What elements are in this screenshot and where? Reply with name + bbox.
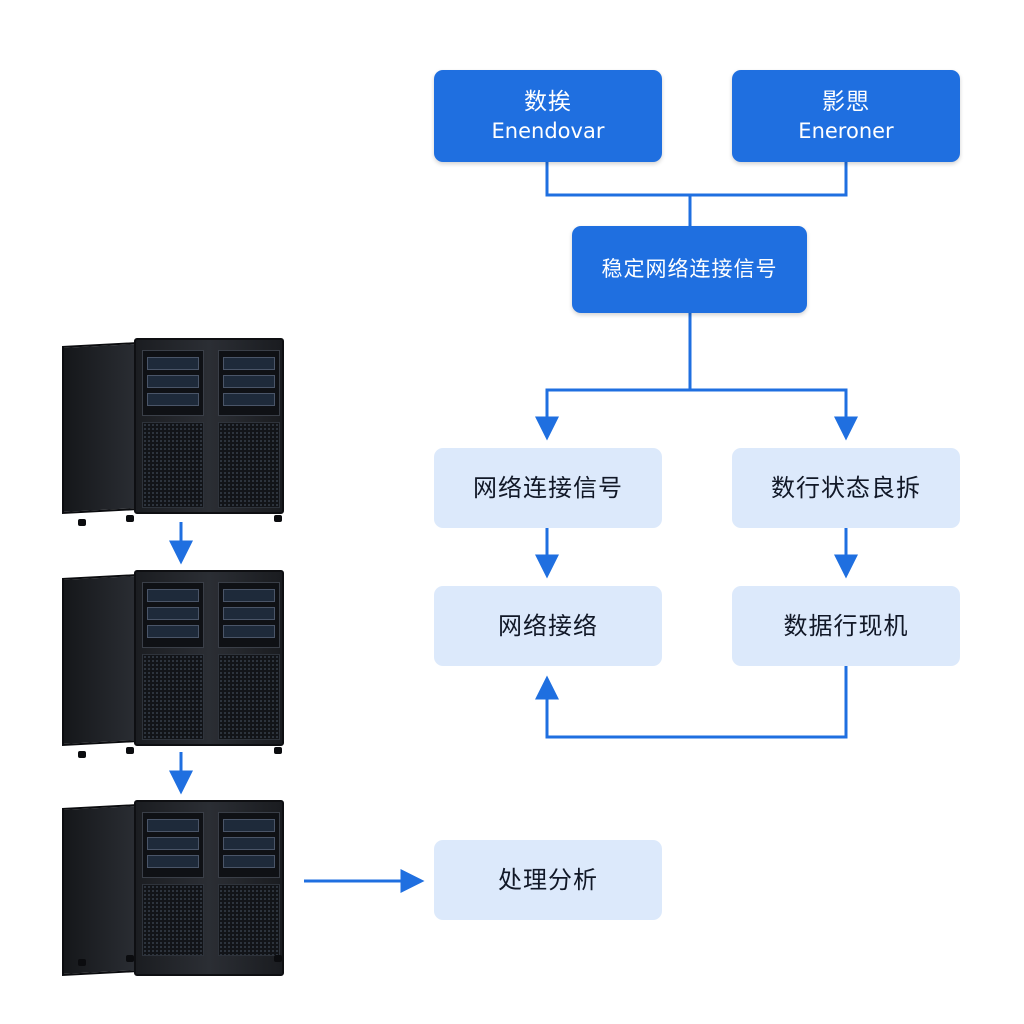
rack-vent-mesh [218, 884, 280, 956]
drive-bay [218, 812, 280, 878]
drive-slot [223, 625, 275, 638]
drive-slot [147, 393, 199, 406]
server-rack-icon [62, 800, 306, 988]
node-low-right[interactable]: 数据行现机 [732, 586, 960, 666]
rack-foot [274, 955, 282, 962]
rack-foot [274, 515, 282, 522]
node-process[interactable]: 处理分析 [434, 840, 662, 920]
rack-foot [78, 519, 86, 526]
rack-side-panel [62, 804, 138, 976]
rack-foot [78, 959, 86, 966]
drive-slot [223, 393, 275, 406]
drive-slot [223, 855, 275, 868]
rack-foot [126, 747, 134, 754]
rack-foot [274, 747, 282, 754]
drive-slot [223, 607, 275, 620]
rack-foot [78, 751, 86, 758]
node-top-right-title: 影愳 [822, 88, 870, 115]
drive-slot [223, 819, 275, 832]
node-mid-right-title: 数行状态良拆 [771, 474, 921, 502]
node-top-left-subtitle: Enendovar [491, 119, 605, 144]
rack-cabinet-left [134, 338, 284, 514]
rack-cabinet-left [134, 570, 284, 746]
drive-slot [147, 607, 199, 620]
rack-vent-mesh [218, 422, 280, 508]
drive-slot [223, 837, 275, 850]
drive-slot [147, 855, 199, 868]
server-rack-icon [62, 570, 306, 758]
rack-cabinet-left [134, 800, 284, 976]
node-center[interactable]: 稳定网络连接信号 [572, 226, 807, 313]
drive-slot [223, 357, 275, 370]
node-mid-left[interactable]: 网络连接信号 [434, 448, 662, 528]
connector-split-right [690, 388, 858, 441]
drive-slot [147, 589, 199, 602]
rack-side-panel [62, 574, 138, 746]
drive-slot [147, 375, 199, 388]
rack-vent-mesh [142, 422, 204, 508]
rack-vent-mesh [218, 654, 280, 740]
node-mid-left-title: 网络连接信号 [473, 474, 623, 502]
node-center-title: 稳定网络连接信号 [601, 257, 778, 282]
node-top-left-title: 数挨 [524, 88, 572, 115]
rack-foot [126, 515, 134, 522]
drive-slot [147, 819, 199, 832]
connector-loop-back [535, 666, 848, 739]
node-mid-right[interactable]: 数行状态良拆 [732, 448, 960, 528]
rack-vent-mesh [142, 884, 204, 956]
drive-bay [142, 350, 204, 416]
drive-bay [142, 582, 204, 648]
drive-bay [142, 812, 204, 878]
node-low-right-title: 数据行现机 [783, 612, 909, 640]
drive-slot [223, 589, 275, 602]
node-low-left-title: 网络接络 [498, 612, 598, 640]
connector-top-merge [545, 162, 848, 197]
drive-bay [218, 582, 280, 648]
node-top-left[interactable]: 数挨 Enendovar [434, 70, 662, 162]
node-process-title: 处理分析 [498, 866, 598, 894]
node-top-right[interactable]: 影愳 Eneroner [732, 70, 960, 162]
connector-split-left [535, 388, 690, 441]
drive-slot [147, 357, 199, 370]
drive-slot [223, 375, 275, 388]
rack-side-panel [62, 342, 138, 514]
drive-bay [218, 350, 280, 416]
node-top-right-subtitle: Eneroner [798, 119, 894, 144]
rack-foot [126, 955, 134, 962]
drive-slot [147, 625, 199, 638]
drive-slot [147, 837, 199, 850]
server-rack-icon [62, 338, 306, 526]
node-low-left[interactable]: 网络接络 [434, 586, 662, 666]
rack-vent-mesh [142, 654, 204, 740]
